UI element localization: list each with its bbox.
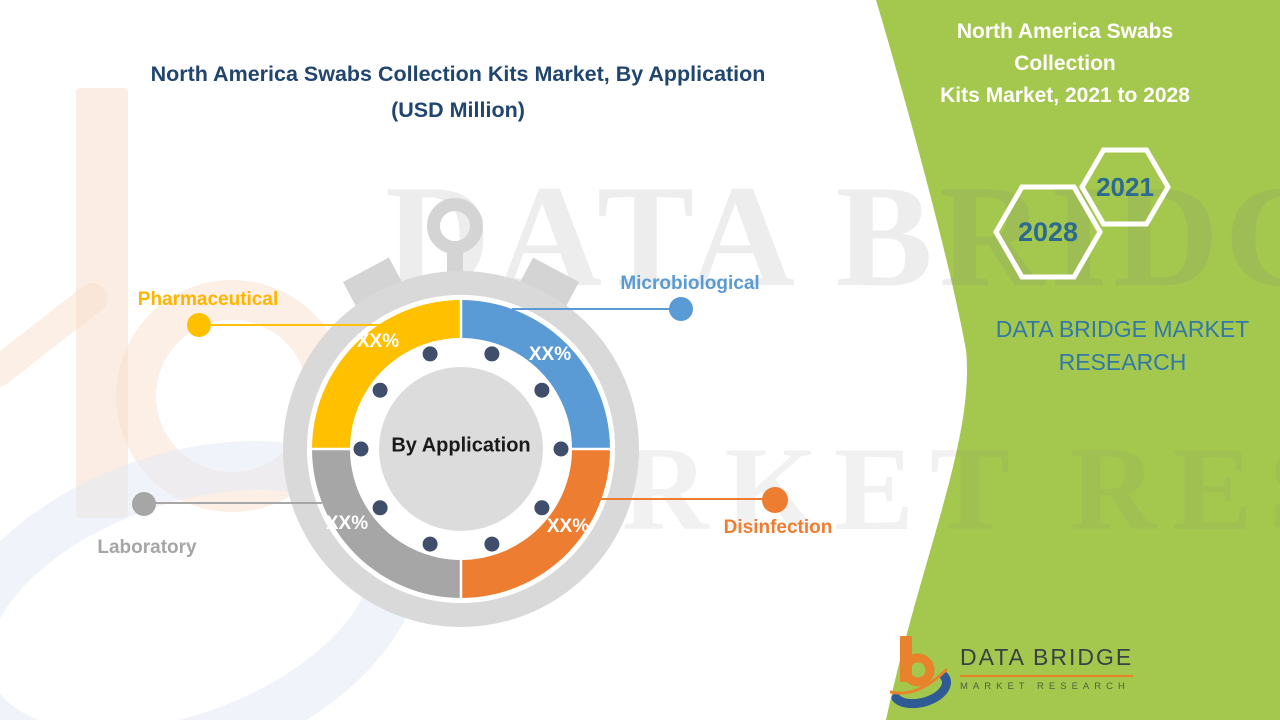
segment-value-disinfection: XX% (546, 516, 590, 537)
side-panel-heading-line2: Kits Market, 2021 to 2028 (940, 84, 1190, 107)
segment-label-microbiological: Microbiological (620, 273, 760, 294)
hexagon-2021 (1079, 147, 1171, 227)
segment-value-microbiological: XX% (528, 344, 572, 365)
donut-segment-laboratory (312, 449, 461, 598)
face-tick-dots (353, 346, 569, 552)
databridge-logo-divider (960, 675, 1134, 677)
side-panel-heading: North America Swabs Collection Kits Mark… (905, 16, 1225, 112)
side-panel-shape (876, 0, 1280, 720)
chart-title-line1: North America Swabs Collection Kits Mark… (150, 62, 766, 86)
side-panel-brand-line2: RESEARCH (1058, 349, 1187, 375)
callout-dot-microbiological (669, 297, 693, 321)
side-panel-heading-line1: North America Swabs Collection (956, 20, 1174, 75)
forecast-hexagons: 2028 2021 (993, 147, 1171, 280)
donut-segment-disinfection (461, 449, 610, 598)
databridge-logo-icon (890, 636, 951, 709)
databridge-logo-name: DATA BRIDGE (960, 644, 1134, 670)
segment-value-pharmaceutical: XX% (356, 331, 400, 352)
hexagon-2028 (993, 184, 1103, 280)
segment-label-pharmaceutical: Pharmaceutical (137, 289, 279, 310)
stopwatch-right-button (519, 257, 579, 309)
donut-segment-pharmaceutical (312, 300, 461, 449)
databridge-logo-text: DATA BRIDGE MARKET RESEARCH (960, 644, 1134, 692)
callout-dot-laboratory (132, 492, 156, 516)
databridge-logo: DATA BRIDGE MARKET RESEARCH (890, 632, 1134, 710)
side-panel-brand-line1: DATA BRIDGE MARKET (995, 316, 1250, 342)
chart-center-label: By Application (391, 434, 531, 457)
stopwatch-crown-ring (427, 198, 483, 254)
segment-label-disinfection: Disinfection (723, 517, 833, 538)
callout-dot-pharmaceutical (187, 313, 211, 337)
segment-dividers (309, 297, 613, 601)
stopwatch-donut-chart (132, 198, 788, 627)
segment-label-laboratory: Laboratory (97, 537, 197, 558)
side-panel-brand-text: DATA BRIDGE MARKET RESEARCH (975, 313, 1270, 379)
donut-center-disc (379, 367, 543, 531)
chart-title-line2: (USD Million) (391, 97, 525, 122)
donut-segment-microbiological (461, 300, 610, 449)
stopwatch-body-ring (283, 271, 639, 627)
databridge-logo-tagline: MARKET RESEARCH (960, 681, 1130, 692)
chart-title: North America Swabs Collection Kits Mark… (38, 62, 878, 122)
stopwatch-left-button (343, 257, 403, 309)
hexagon-year-2021: 2021 (1096, 172, 1154, 202)
segment-value-laboratory: XX% (325, 513, 369, 534)
stopwatch-crown-stem (447, 244, 463, 280)
hexagon-year-2028: 2028 (1018, 217, 1078, 247)
callout-dot-disinfection (762, 487, 788, 513)
